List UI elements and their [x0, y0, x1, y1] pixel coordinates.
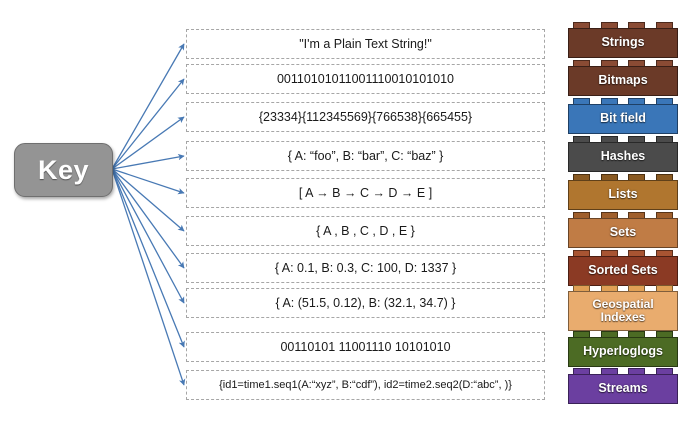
value-box: { A: (51.5, 0.12), B: (32.1, 34.7) }: [186, 288, 545, 318]
arrow-to-row-5: [111, 168, 185, 232]
brick-lists[interactable]: Lists: [568, 180, 678, 210]
value-text: 00110101 11001110 10101010: [280, 340, 451, 354]
arrow-to-row-1: [111, 78, 185, 170]
value-box: { A: 0.1, B: 0.3, C: 100, D: 1337 }: [186, 253, 545, 283]
arrow-to-row-6: [111, 168, 185, 269]
arrow-to-row-3: [111, 153, 185, 170]
arrow-to-row-9: [111, 168, 186, 386]
value-text: [ A → B → C → D → E ]: [298, 186, 433, 200]
value-box: {23334}{112345569}{766538}{665455}: [186, 102, 545, 132]
brick-label: Geospatial Indexes: [592, 297, 654, 324]
brick-label: Strings: [601, 35, 645, 50]
value-box: 00110101011001110010101010: [186, 64, 545, 94]
value-text: 00110101011001110010101010: [276, 72, 455, 86]
brick-bit-field[interactable]: Bit field: [568, 104, 678, 134]
brick-sorted-sets[interactable]: Sorted Sets: [568, 256, 678, 286]
brick-label: Sorted Sets: [588, 263, 658, 278]
arrow-to-row-2: [111, 116, 185, 170]
key-node-label: Key: [37, 154, 90, 185]
arrow-to-row-0: [111, 43, 185, 170]
key-node[interactable]: Key: [14, 143, 113, 197]
brick-label: Bit field: [600, 111, 646, 126]
brick-strings[interactable]: Strings: [568, 28, 678, 58]
value-text: {id1=time1.seq1(A:“xyz”, B:“cdf”), id2=t…: [219, 379, 512, 391]
value-box: { A: “foo”, B: “bar”, C: “baz” }: [186, 141, 545, 171]
value-box: 00110101 11001110 10101010: [186, 332, 545, 362]
value-text: { A , B , C , D , E }: [316, 224, 415, 238]
value-box: "I'm a Plain Text String!": [186, 29, 545, 59]
brick-bitmaps[interactable]: Bitmaps: [568, 66, 678, 96]
value-text: { A: (51.5, 0.12), B: (32.1, 34.7) }: [275, 296, 456, 310]
value-box: [ A → B → C → D → E ]: [186, 178, 545, 208]
value-text: { A: “foo”, B: “bar”, C: “baz” }: [287, 149, 444, 163]
brick-sets[interactable]: Sets: [568, 218, 678, 248]
value-box: { A , B , C , D , E }: [186, 216, 545, 246]
brick-geospatial-indexes[interactable]: Geospatial Indexes: [568, 291, 678, 331]
arrow-to-row-8: [111, 168, 185, 348]
value-text: {23334}{112345569}{766538}{665455}: [258, 110, 473, 124]
brick-label: Hashes: [600, 149, 646, 164]
brick-hyperloglogs[interactable]: Hyperloglogs: [568, 337, 678, 367]
brick-label: Hyperloglogs: [583, 344, 663, 359]
value-text: "I'm a Plain Text String!": [299, 37, 432, 51]
brick-label: Bitmaps: [598, 73, 648, 88]
brick-streams[interactable]: Streams: [568, 374, 678, 404]
brick-label: Streams: [598, 381, 648, 396]
arrow-to-row-7: [111, 168, 185, 304]
brick-label: Lists: [608, 187, 638, 202]
value-box: {id1=time1.seq1(A:“xyz”, B:“cdf”), id2=t…: [186, 370, 545, 400]
value-text: { A: 0.1, B: 0.3, C: 100, D: 1337 }: [274, 261, 457, 275]
brick-hashes[interactable]: Hashes: [568, 142, 678, 172]
arrow-to-row-4: [111, 168, 185, 195]
brick-label: Sets: [609, 225, 637, 240]
